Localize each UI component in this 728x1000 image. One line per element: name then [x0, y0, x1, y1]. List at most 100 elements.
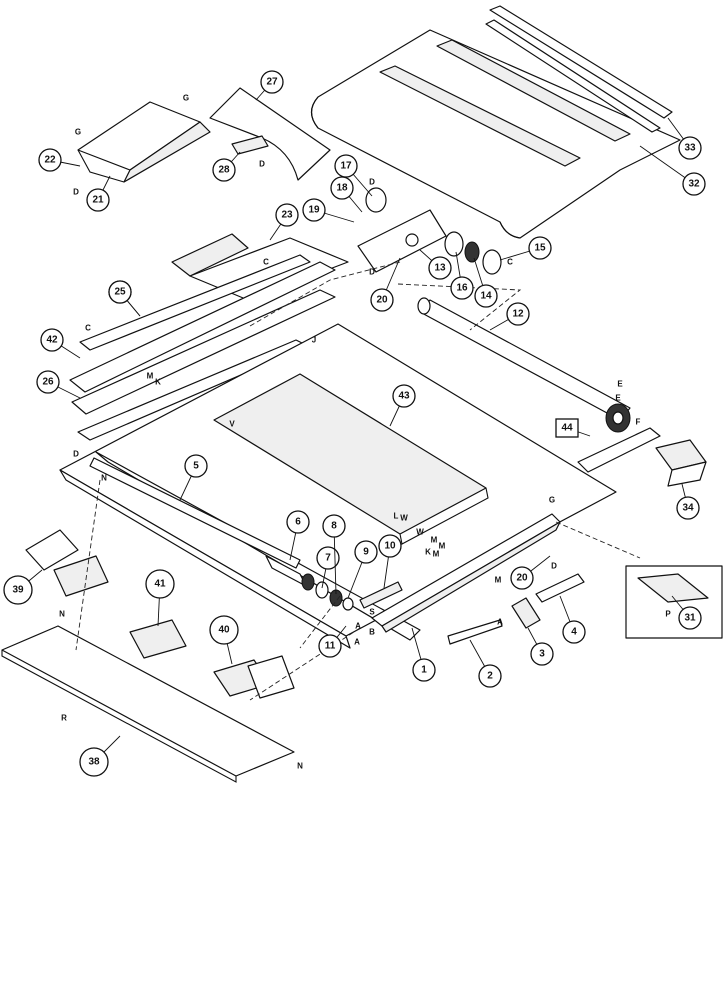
reference-letter: D: [259, 160, 265, 169]
callout-bubble: [330, 176, 354, 200]
callout-19: 19: [302, 198, 355, 223]
callout-number: 10: [384, 541, 396, 552]
callout-bubble: [510, 566, 534, 590]
inset-31: [625, 565, 723, 639]
reference-letter: M: [495, 576, 502, 585]
callout-number: 12: [512, 309, 524, 320]
callout-bubble: [478, 664, 502, 688]
callout-bubble: [260, 70, 284, 94]
reference-letter: R: [61, 714, 67, 723]
reference-letter: W: [416, 528, 424, 537]
callout-bubble: [184, 454, 208, 478]
callout-38: 38: [79, 735, 121, 777]
callout-bubble: [506, 302, 530, 326]
callout-bubble: [555, 418, 579, 438]
callout-number: 26: [42, 377, 54, 388]
flanges: [365, 187, 502, 275]
reference-letter: E: [615, 394, 621, 403]
reference-letter: A: [354, 638, 360, 647]
bracket-13: [357, 209, 447, 273]
callout-bubble: [318, 634, 342, 658]
callout-23: 23: [269, 203, 299, 241]
callout-number: 20: [516, 573, 528, 584]
callout-number: 40: [218, 625, 230, 636]
callout-11: 11: [318, 625, 347, 658]
reference-letter: N: [297, 762, 303, 771]
reference-letter: M: [147, 372, 154, 381]
callout-bubble: [412, 658, 436, 682]
callout-number: 23: [281, 210, 293, 221]
callout-12: 12: [489, 302, 530, 331]
reference-letter: D: [369, 268, 375, 277]
callout-31: 31: [671, 595, 702, 630]
callout-13: 13: [419, 249, 452, 280]
callout-26: 26: [36, 370, 81, 399]
reference-letter: G: [183, 94, 189, 103]
callout-28: 28: [212, 151, 241, 182]
callout-bubble: [354, 540, 378, 564]
reference-letter: C: [85, 324, 91, 333]
callout-number: 9: [363, 547, 369, 558]
callout-bubble: [275, 203, 299, 227]
callout-number: 22: [44, 155, 56, 166]
reference-letter: A: [355, 622, 361, 631]
reference-letter: D: [73, 450, 79, 459]
reference-letter: C: [507, 258, 513, 267]
callout-number: 34: [682, 503, 694, 514]
callout-14: 14: [473, 257, 498, 308]
callout-bubble: [40, 328, 64, 352]
callout-22: 22: [38, 148, 81, 172]
reference-letter: G: [549, 496, 555, 505]
callout-bubble: [79, 747, 109, 777]
reference-letter: V: [229, 420, 235, 429]
spring-assembly: [447, 573, 585, 645]
callout-20: 20: [370, 257, 401, 312]
callout-16: 16: [450, 251, 474, 300]
callout-bubble: [3, 575, 33, 605]
reference-letter: F: [636, 418, 641, 427]
callout-number: 31: [684, 613, 696, 624]
callout-4: 4: [559, 595, 586, 644]
callout-number: 41: [154, 579, 166, 590]
callout-41: 41: [145, 569, 175, 627]
reference-letter: W: [400, 514, 408, 523]
callout-number: 21: [92, 195, 104, 206]
callout-27: 27: [255, 70, 284, 101]
callout-bubble: [38, 148, 62, 172]
callout-bubble: [209, 615, 239, 645]
callout-number: 42: [46, 335, 58, 346]
callout-5: 5: [179, 454, 208, 501]
bracket-19: [577, 427, 661, 473]
callout-number: 43: [398, 391, 410, 402]
callout-number: 6: [295, 517, 301, 528]
callout-10: 10: [378, 534, 402, 589]
callout-bubble: [682, 172, 706, 196]
reference-letter: G: [75, 128, 81, 137]
callout-7: 7: [316, 546, 340, 589]
callout-bubble: [370, 288, 394, 312]
reference-letter: L: [394, 512, 399, 521]
callout-bubble: [145, 569, 175, 599]
callout-bubble: [528, 236, 552, 260]
callout-6: 6: [286, 510, 310, 561]
callout-39: 39: [3, 569, 43, 605]
callout-number: 7: [325, 553, 331, 564]
callout-number: 5: [193, 461, 199, 472]
reference-letter: E: [617, 380, 623, 389]
callout-number: 18: [336, 183, 348, 194]
callout-bubble: [334, 154, 358, 178]
callout-bubble: [286, 510, 310, 534]
bracket-22: [77, 101, 211, 183]
callout-2: 2: [469, 639, 502, 688]
reference-letter: C: [263, 258, 269, 267]
callout-34: 34: [676, 483, 700, 520]
callout-number: 39: [12, 585, 24, 596]
callout-bubble: [530, 642, 554, 666]
reference-letter: N: [59, 610, 65, 619]
callout-number: 8: [331, 521, 337, 532]
callout-number: 33: [684, 143, 696, 154]
reference-letter: K: [425, 548, 431, 557]
callout-number: 2: [487, 671, 493, 682]
reference-letter: M: [439, 542, 446, 551]
